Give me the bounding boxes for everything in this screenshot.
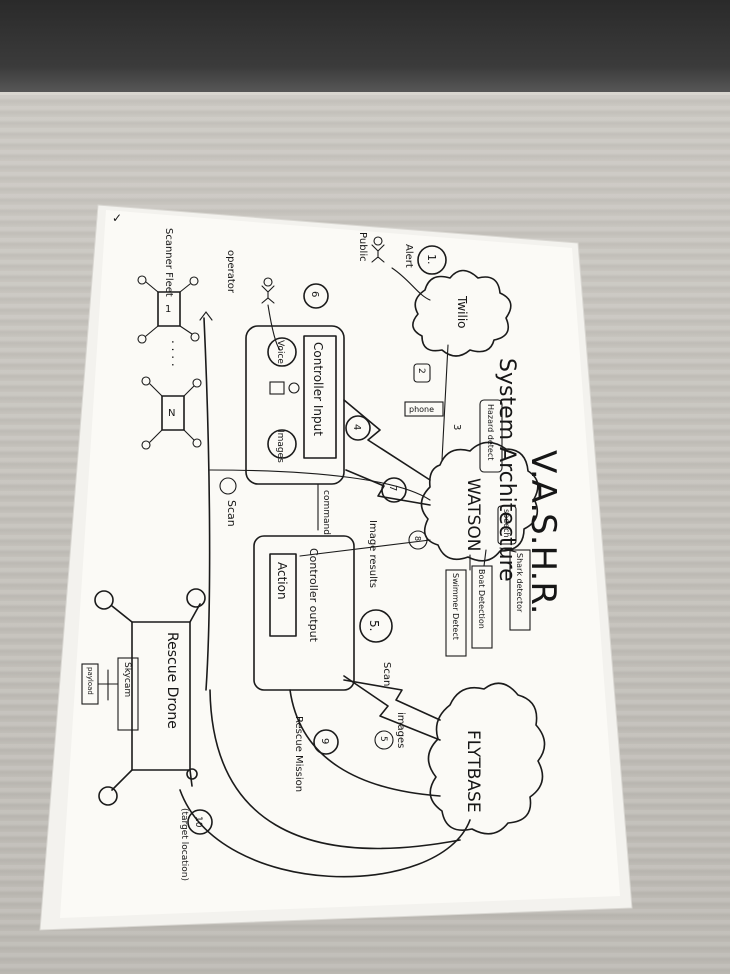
twilio-label: Twilio [455,295,469,329]
voice-label: Voice [275,340,285,364]
watson-label: WATSON [463,478,483,551]
svg-text:2: 2 [416,368,426,374]
public-label: Public [357,232,368,262]
svg-text:1: 1 [165,304,171,315]
svg-text:Shark detector: Shark detector [515,553,524,613]
scan-flyt-label: Scan [381,662,392,686]
images-flyt-label: images [395,712,406,748]
action-label: Action [275,562,289,600]
command-label: command [321,490,331,535]
svg-text:4: 4 [351,424,362,430]
diagram-title: V.A.S.H.R. [523,450,563,615]
svg-text:3: 3 [451,424,462,430]
svg-text:6: 6 [309,291,320,297]
target-location-label: (target location) [179,808,189,881]
controller-output-label: Controller output [307,548,320,643]
svg-text:5.: 5. [367,620,381,631]
svg-text:Hazard detect: Hazard detect [486,404,495,460]
flytbase-label: FLYTBASE [463,730,483,813]
operator-label: operator [225,250,236,294]
fleet-scan-label: Scan [225,500,238,527]
svg-text:Boat Detection: Boat Detection [477,569,486,629]
image-results-label: Image results [367,520,378,588]
pen-mark: ✓ [112,211,122,225]
svg-text:Swimmer Detect: Swimmer Detect [451,573,460,640]
fleet-ellipsis: . . . . [169,340,183,367]
step-3-marker: 3 [451,424,462,430]
svg-text:N: N [168,408,175,419]
images-label: Images [275,430,285,463]
skycam-label: Skycam [122,662,132,697]
svg-text:8: 8 [413,536,422,541]
svg-text:10: 10 [193,816,203,828]
controller-input-label: Controller Input [311,342,325,436]
svg-text:payload: payload [86,667,94,695]
rescue-drone-label: Rescue Drone [164,632,180,729]
svg-text:5: 5 [378,736,388,742]
rescue-mission-label: Rescue Mission [293,716,304,792]
svg-text:phone: phone [409,405,434,414]
alert-label: Alert [403,244,414,268]
svg-text:9: 9 [319,738,330,744]
svg-text:speech: speech [502,509,511,538]
scanner-fleet-label: Scanner Fleet [163,228,174,297]
svg-text:1.: 1. [425,254,438,265]
